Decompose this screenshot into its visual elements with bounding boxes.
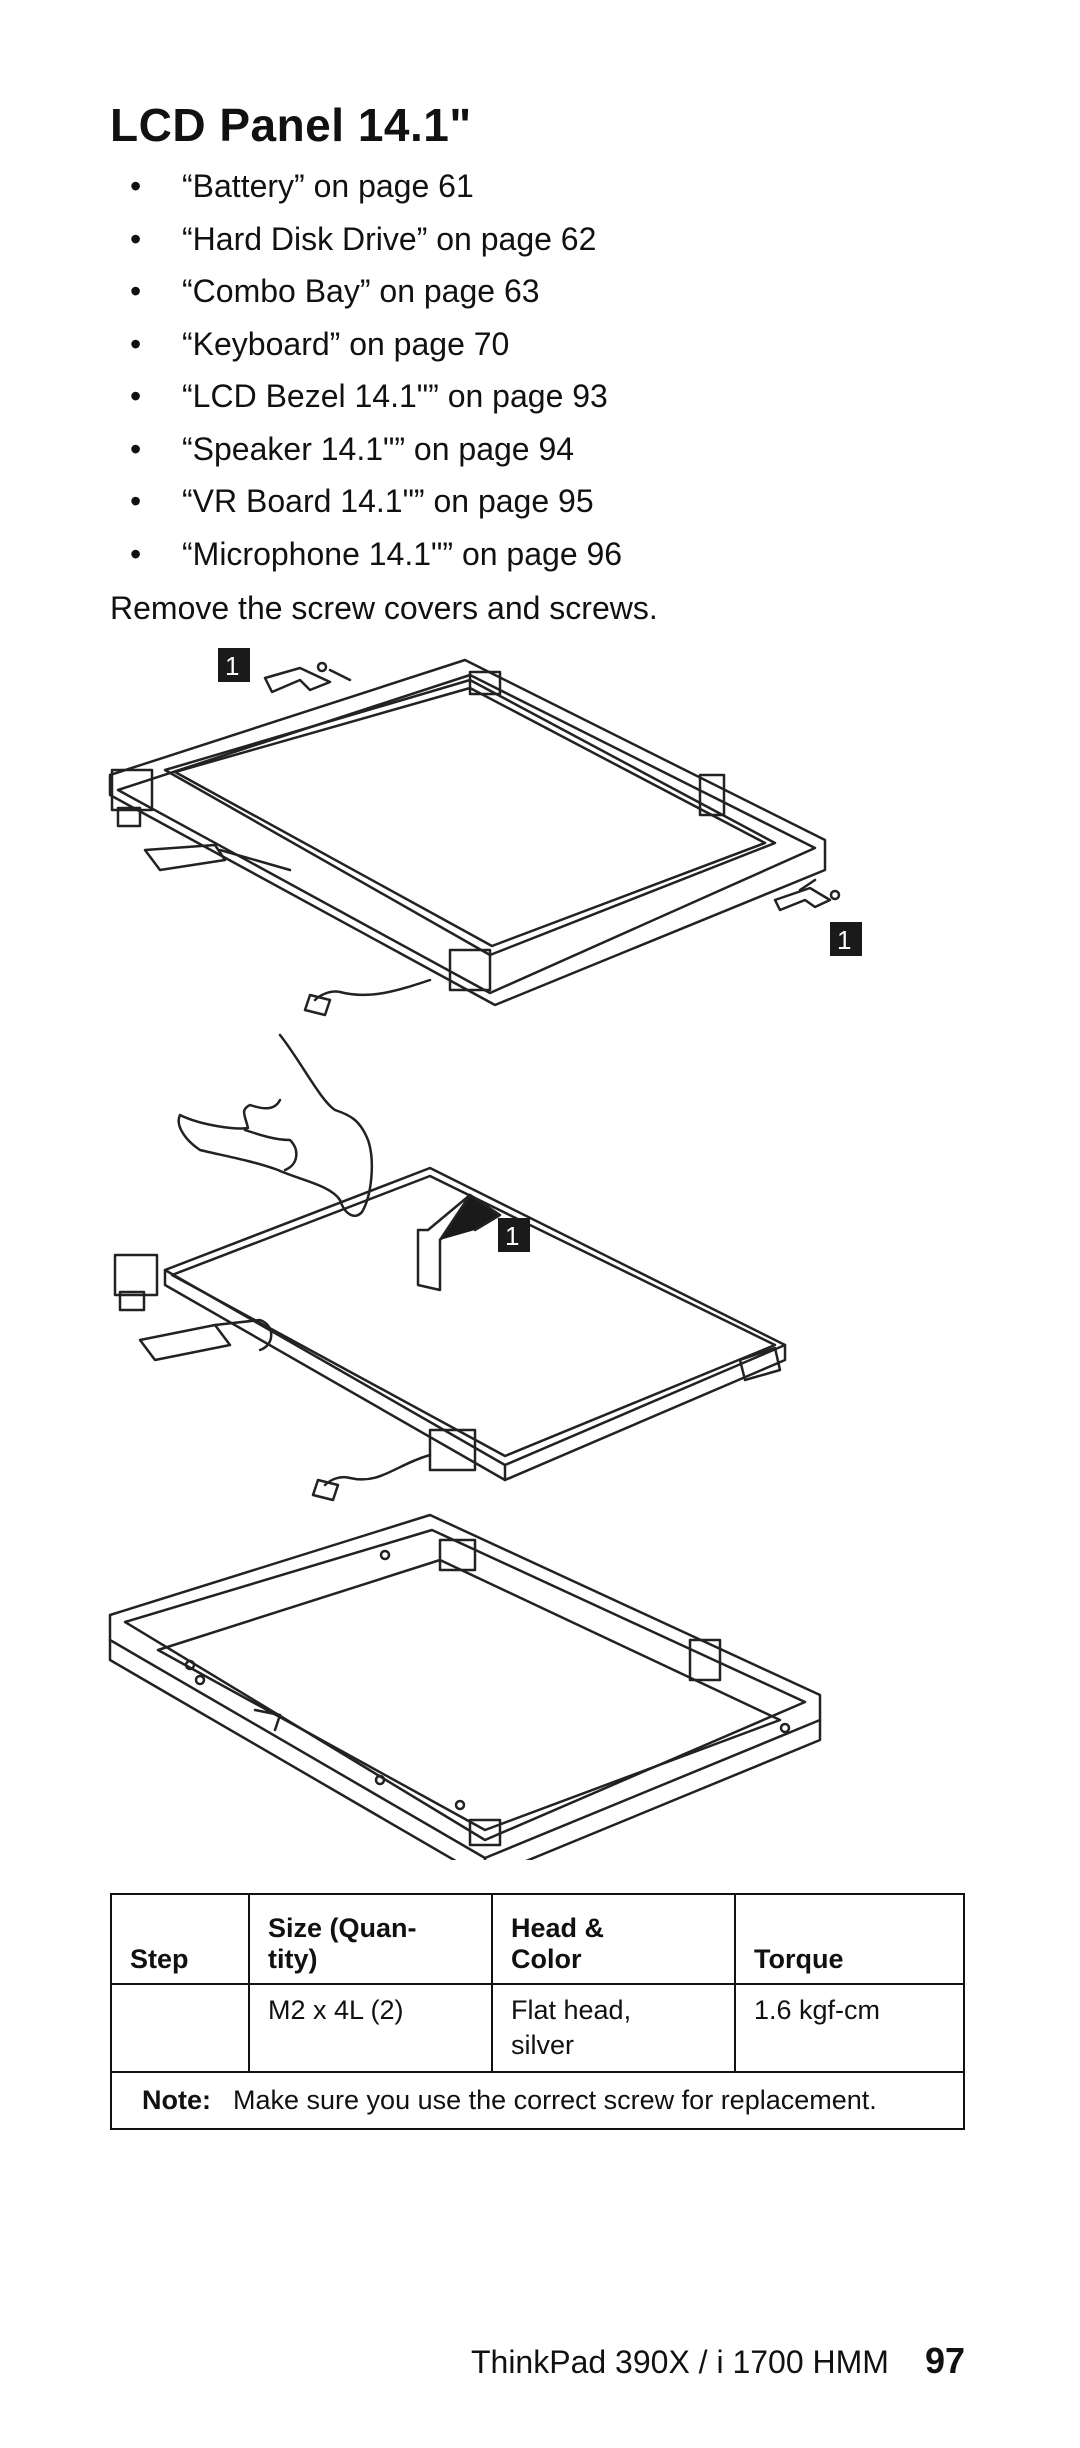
arrow-icon (263, 666, 332, 694)
page-footer: ThinkPad 390X / i 1700 HMM 97 (471, 2340, 965, 2382)
lcd-panel-removal-illustration: 1 1 1 (108, 648, 862, 1860)
prerequisite-item: “Speaker 14.1"” on page 94 (130, 423, 622, 476)
column-header: Size (Quan- tity) (248, 1893, 493, 1985)
table-cell: M2 x 4L (2) (248, 1983, 493, 2073)
prerequisite-item: “Microphone 14.1"” on page 96 (130, 528, 622, 581)
column-header: Step (110, 1893, 250, 1985)
callout-number: 1 (225, 651, 239, 681)
column-header: Head & Color (491, 1893, 736, 1985)
prerequisite-item: “Hard Disk Drive” on page 62 (130, 213, 622, 266)
table-cell: Flat head, silver (491, 1983, 736, 2073)
callout-number: 1 (505, 1221, 519, 1251)
assembled-lcd-unit: 1 1 (108, 648, 862, 1017)
note-cell: Note: Make sure you use the correct screw… (110, 2071, 965, 2130)
prerequisite-item: “VR Board 14.1"” on page 95 (130, 475, 622, 528)
prerequisite-item: “Battery” on page 61 (130, 160, 622, 213)
table-header-row: Step Size (Quan- tity) Head & Color Torq… (110, 1893, 965, 1985)
table-cell (110, 1983, 250, 2073)
page-number: 97 (924, 2340, 965, 2381)
note-text: Make sure you use the correct screw for … (233, 2085, 877, 2115)
arrow-icon (773, 886, 832, 912)
screw-icon (829, 889, 841, 901)
callout-number: 1 (837, 925, 851, 955)
note-row: Note: Make sure you use the correct screw… (110, 2071, 965, 2130)
column-header: Torque (734, 1893, 965, 1985)
note-label: Note: (142, 2085, 211, 2115)
screw-icon (316, 661, 328, 673)
prerequisite-item: “Keyboard” on page 70 (130, 318, 622, 371)
prerequisite-list: “Battery” on page 61 “Hard Disk Drive” o… (130, 160, 622, 580)
callout-label (830, 922, 862, 956)
prerequisite-item: “LCD Bezel 14.1"” on page 93 (130, 370, 622, 423)
lcd-rear-cover (108, 1513, 822, 1860)
footer-doc-title: ThinkPad 390X / i 1700 HMM (470, 2344, 889, 2380)
screw-spec-table: Step Size (Quan- tity) Head & Color Torq… (110, 1893, 965, 2130)
hand-icon (177, 1033, 374, 1217)
table-cell: 1.6 kgf-cm (734, 1983, 965, 2073)
page-title: LCD Panel 14.1" (110, 99, 472, 151)
table-row: M2 x 4L (2) Flat head, silver 1.6 kgf-cm (110, 1983, 965, 2073)
callout-label (218, 648, 250, 682)
callout-label (498, 1218, 530, 1252)
instruction-text: Remove the screw covers and screws. (110, 590, 658, 626)
lcd-panel: 1 (113, 1033, 787, 1502)
prerequisite-item: “Combo Bay” on page 63 (130, 265, 622, 318)
